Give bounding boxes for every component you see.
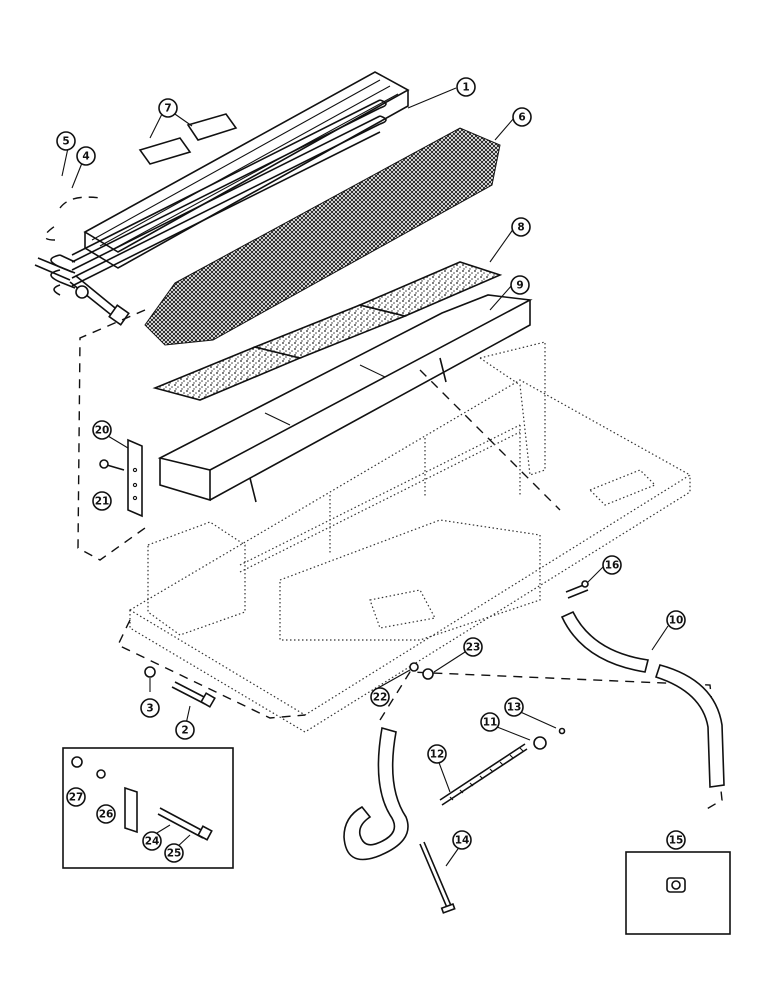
callout-circle <box>56 131 76 151</box>
callout-number: 12 <box>430 749 445 761</box>
callout-13: 13 <box>504 697 524 717</box>
callout-number: 10 <box>669 615 684 627</box>
callout-circle <box>92 420 112 440</box>
callout-23: 23 <box>463 637 483 657</box>
callout-number: 2 <box>181 725 188 737</box>
callout-7: 7 <box>158 98 178 118</box>
callout-6: 6 <box>512 107 532 127</box>
callout-circle <box>96 804 116 824</box>
callout-circle <box>511 217 531 237</box>
callout-number: 20 <box>95 425 110 437</box>
callout-number: 6 <box>518 112 525 124</box>
callout-circle <box>602 555 622 575</box>
callout-number: 15 <box>669 835 684 847</box>
bracket-20 <box>99 438 143 518</box>
callout-circle <box>480 712 500 732</box>
inset-box-right <box>625 851 731 935</box>
callout-circle <box>666 830 686 850</box>
rod-14 <box>419 841 456 914</box>
callout-circle <box>92 491 112 511</box>
inset-box-left <box>62 747 234 869</box>
callout-number: 26 <box>99 809 114 821</box>
hose-10 <box>560 610 725 788</box>
callout-15: 15 <box>666 830 686 850</box>
threaded-rod <box>439 727 566 806</box>
callout-circle <box>510 275 530 295</box>
callout-11: 11 <box>480 712 500 732</box>
washers <box>409 662 434 680</box>
callout-10: 10 <box>666 610 686 630</box>
callout-12: 12 <box>427 744 447 764</box>
tray <box>157 294 533 503</box>
callout-circle <box>76 146 96 166</box>
callout-number: 11 <box>483 717 498 729</box>
callout-circle <box>512 107 532 127</box>
callout-circle <box>164 843 184 863</box>
mesh-screen <box>144 127 501 346</box>
callout-1: 1 <box>456 77 476 97</box>
callout-27: 27 <box>66 787 86 807</box>
callout-number: 7 <box>164 103 171 115</box>
callout-4: 4 <box>76 146 96 166</box>
blower-housing <box>128 341 692 733</box>
callout-number: 27 <box>69 792 84 804</box>
callout-number: 1 <box>462 82 469 94</box>
callout-number: 8 <box>517 222 524 234</box>
bolt-2 <box>144 666 216 708</box>
callout-circle <box>175 720 195 740</box>
hose-lower <box>343 726 409 861</box>
callout-circle <box>427 744 447 764</box>
leader-dashes <box>44 196 723 811</box>
heater-core <box>34 71 410 326</box>
callout-number: 13 <box>507 702 522 714</box>
filter-pads <box>152 261 503 401</box>
callout-25: 25 <box>164 843 184 863</box>
callout-circle <box>140 698 160 718</box>
callout-number: 16 <box>605 560 620 572</box>
callout-number: 4 <box>82 151 89 163</box>
callout-26: 26 <box>96 804 116 824</box>
callout-circle <box>370 687 390 707</box>
callout-number: 9 <box>516 280 523 292</box>
callout-5: 5 <box>56 131 76 151</box>
callout-circle <box>504 697 524 717</box>
callout-22: 22 <box>370 687 390 707</box>
callout-9: 9 <box>510 275 530 295</box>
callout-circle <box>456 77 476 97</box>
callout-number: 3 <box>146 703 153 715</box>
callout-number: 23 <box>466 642 481 654</box>
callout-2: 2 <box>175 720 195 740</box>
callout-number: 14 <box>455 835 470 847</box>
callout-8: 8 <box>511 217 531 237</box>
callout-20: 20 <box>92 420 112 440</box>
callout-16: 16 <box>602 555 622 575</box>
callout-circle <box>452 830 472 850</box>
callout-circle <box>666 610 686 630</box>
drain-fitting <box>565 580 589 599</box>
callout-number: 22 <box>373 692 388 704</box>
callout-number: 24 <box>145 836 160 848</box>
callout-number: 25 <box>167 848 182 860</box>
callout-circle <box>463 637 483 657</box>
callout-24: 24 <box>142 831 162 851</box>
callout-circle <box>158 98 178 118</box>
callout-number: 5 <box>62 136 69 148</box>
pads <box>138 113 238 165</box>
callout-circle <box>142 831 162 851</box>
callout-21: 21 <box>92 491 112 511</box>
callout-number: 21 <box>95 496 110 508</box>
callout-14: 14 <box>452 830 472 850</box>
callout-3: 3 <box>140 698 160 718</box>
callout-circle <box>66 787 86 807</box>
